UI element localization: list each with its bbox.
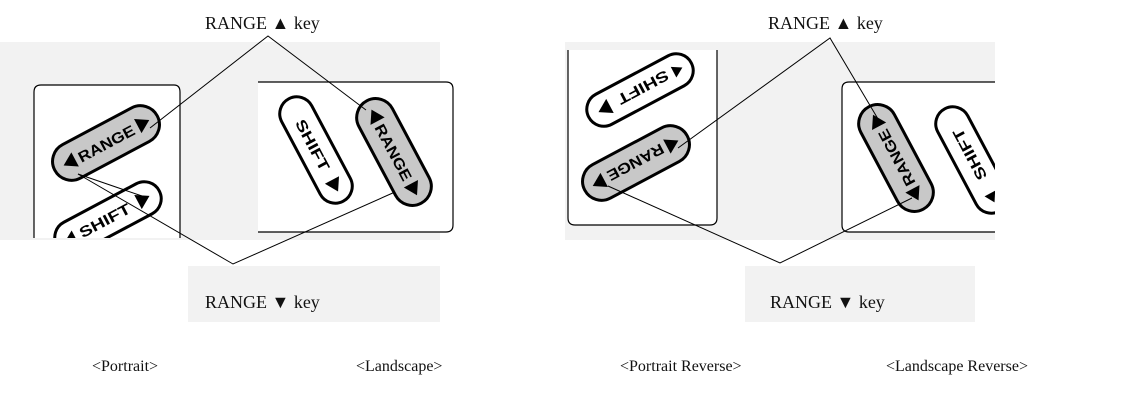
range-down-arrow-icon — [872, 114, 887, 130]
range-up-arrow-icon — [63, 152, 79, 167]
range-down-arrow-icon — [592, 172, 608, 187]
shift-up-arrow-icon — [984, 190, 995, 203]
shift-up-arrow-icon — [65, 230, 78, 238]
portrait-device: RANGE SHIFT — [33, 84, 181, 238]
shift-up-arrow-icon — [670, 66, 683, 78]
caption-landscape-reverse: <Landscape Reverse> — [886, 358, 1028, 375]
left-range-up-key-label: RANGE ▲ key — [205, 13, 320, 33]
caption-portrait-reverse: <Portrait Reverse> — [620, 358, 742, 375]
shift-down-arrow-icon — [134, 194, 150, 210]
landscape-device: SHIFT RANGE — [258, 81, 454, 233]
shift-down-arrow-icon — [598, 98, 614, 114]
left-pointer-lines — [77, 35, 396, 265]
right-pointer-lines — [607, 37, 913, 264]
right-range-down-key-label: RANGE ▼ key — [770, 292, 885, 312]
right-range-up-key-label: RANGE ▲ key — [768, 13, 883, 33]
shift-down-arrow-icon — [324, 176, 340, 192]
caption-landscape: <Landscape> — [356, 358, 443, 375]
right-bottom-label-background — [745, 266, 975, 322]
landscape-reverse-shift-key[interactable]: SHIFT — [930, 101, 1014, 219]
left-bottom-label-background — [188, 266, 440, 322]
range-up-arrow-icon — [905, 185, 920, 201]
caption-portrait: <Portrait> — [92, 358, 159, 375]
range-down-arrow-icon — [403, 180, 418, 196]
landscape-reverse-device: RANGE SHIFT — [841, 81, 1014, 233]
range-up-arrow-icon — [663, 139, 679, 154]
range-up-arrow-icon — [370, 109, 385, 125]
left-range-down-key-label: RANGE ▼ key — [205, 292, 320, 312]
portrait-reverse-device: SHIFT RANGE — [567, 50, 718, 226]
range-down-arrow-icon — [134, 119, 150, 134]
